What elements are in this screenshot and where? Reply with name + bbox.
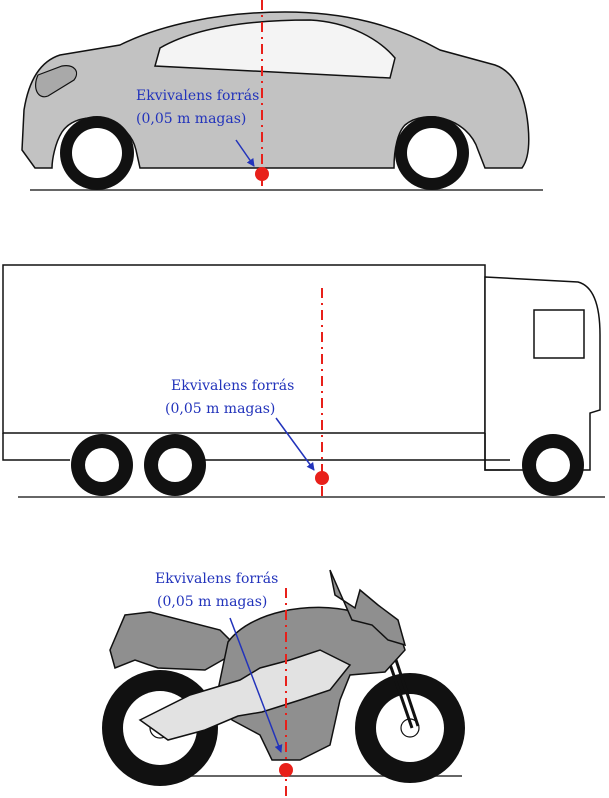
- car-source-dot: [255, 167, 269, 181]
- car-source-arrow: [235, 139, 255, 167]
- car-headlight: [35, 65, 78, 98]
- truck-source-label: Ekvivalens forrás (0,05 m magas): [165, 378, 299, 417]
- motorcycle-source-label-line1: Ekvivalens forrás: [155, 571, 278, 587]
- motorcycle-source-arrow: [229, 617, 283, 753]
- motorcycle-tail-fairing: [109, 611, 242, 671]
- truck-rear-rim-1: [85, 448, 119, 482]
- car-window: [154, 19, 396, 79]
- truck-source-arrow: [275, 417, 315, 471]
- motorcycle-swingarm-panel: [138, 649, 352, 741]
- car-source-label-line2: (0,05 m magas): [136, 111, 246, 127]
- motorcycle-source-label: Ekvivalens forrás (0,05 m magas): [155, 571, 283, 610]
- truck-source-dot: [315, 471, 329, 485]
- motorcycle-source-dot: [279, 763, 293, 777]
- truck-source-label-line1: Ekvivalens forrás: [171, 378, 294, 394]
- car-panel: Ekvivalens forrás (0,05 m magas): [21, 0, 543, 191]
- motorcycle-source-label-line2: (0,05 m magas): [157, 594, 267, 610]
- car-front-rim: [72, 128, 122, 178]
- motorcycle-front-fairing: [329, 569, 407, 647]
- truck-panel: Ekvivalens forrás (0,05 m magas): [2, 264, 605, 500]
- truck-source-label-line2: (0,05 m magas): [165, 401, 275, 417]
- car-source-label: Ekvivalens forrás (0,05 m magas): [136, 88, 264, 127]
- truck-chassis: [2, 433, 510, 471]
- truck-cab-window: [533, 309, 585, 359]
- car-rear-rim: [407, 128, 457, 178]
- truck-front-rim: [536, 448, 570, 482]
- truck-rear-rim-2: [158, 448, 192, 482]
- car-source-label-line1: Ekvivalens forrás: [136, 88, 259, 104]
- motorcycle-panel: Ekvivalens forrás (0,05 m magas): [102, 569, 465, 798]
- truck-cargo-box: [2, 264, 486, 434]
